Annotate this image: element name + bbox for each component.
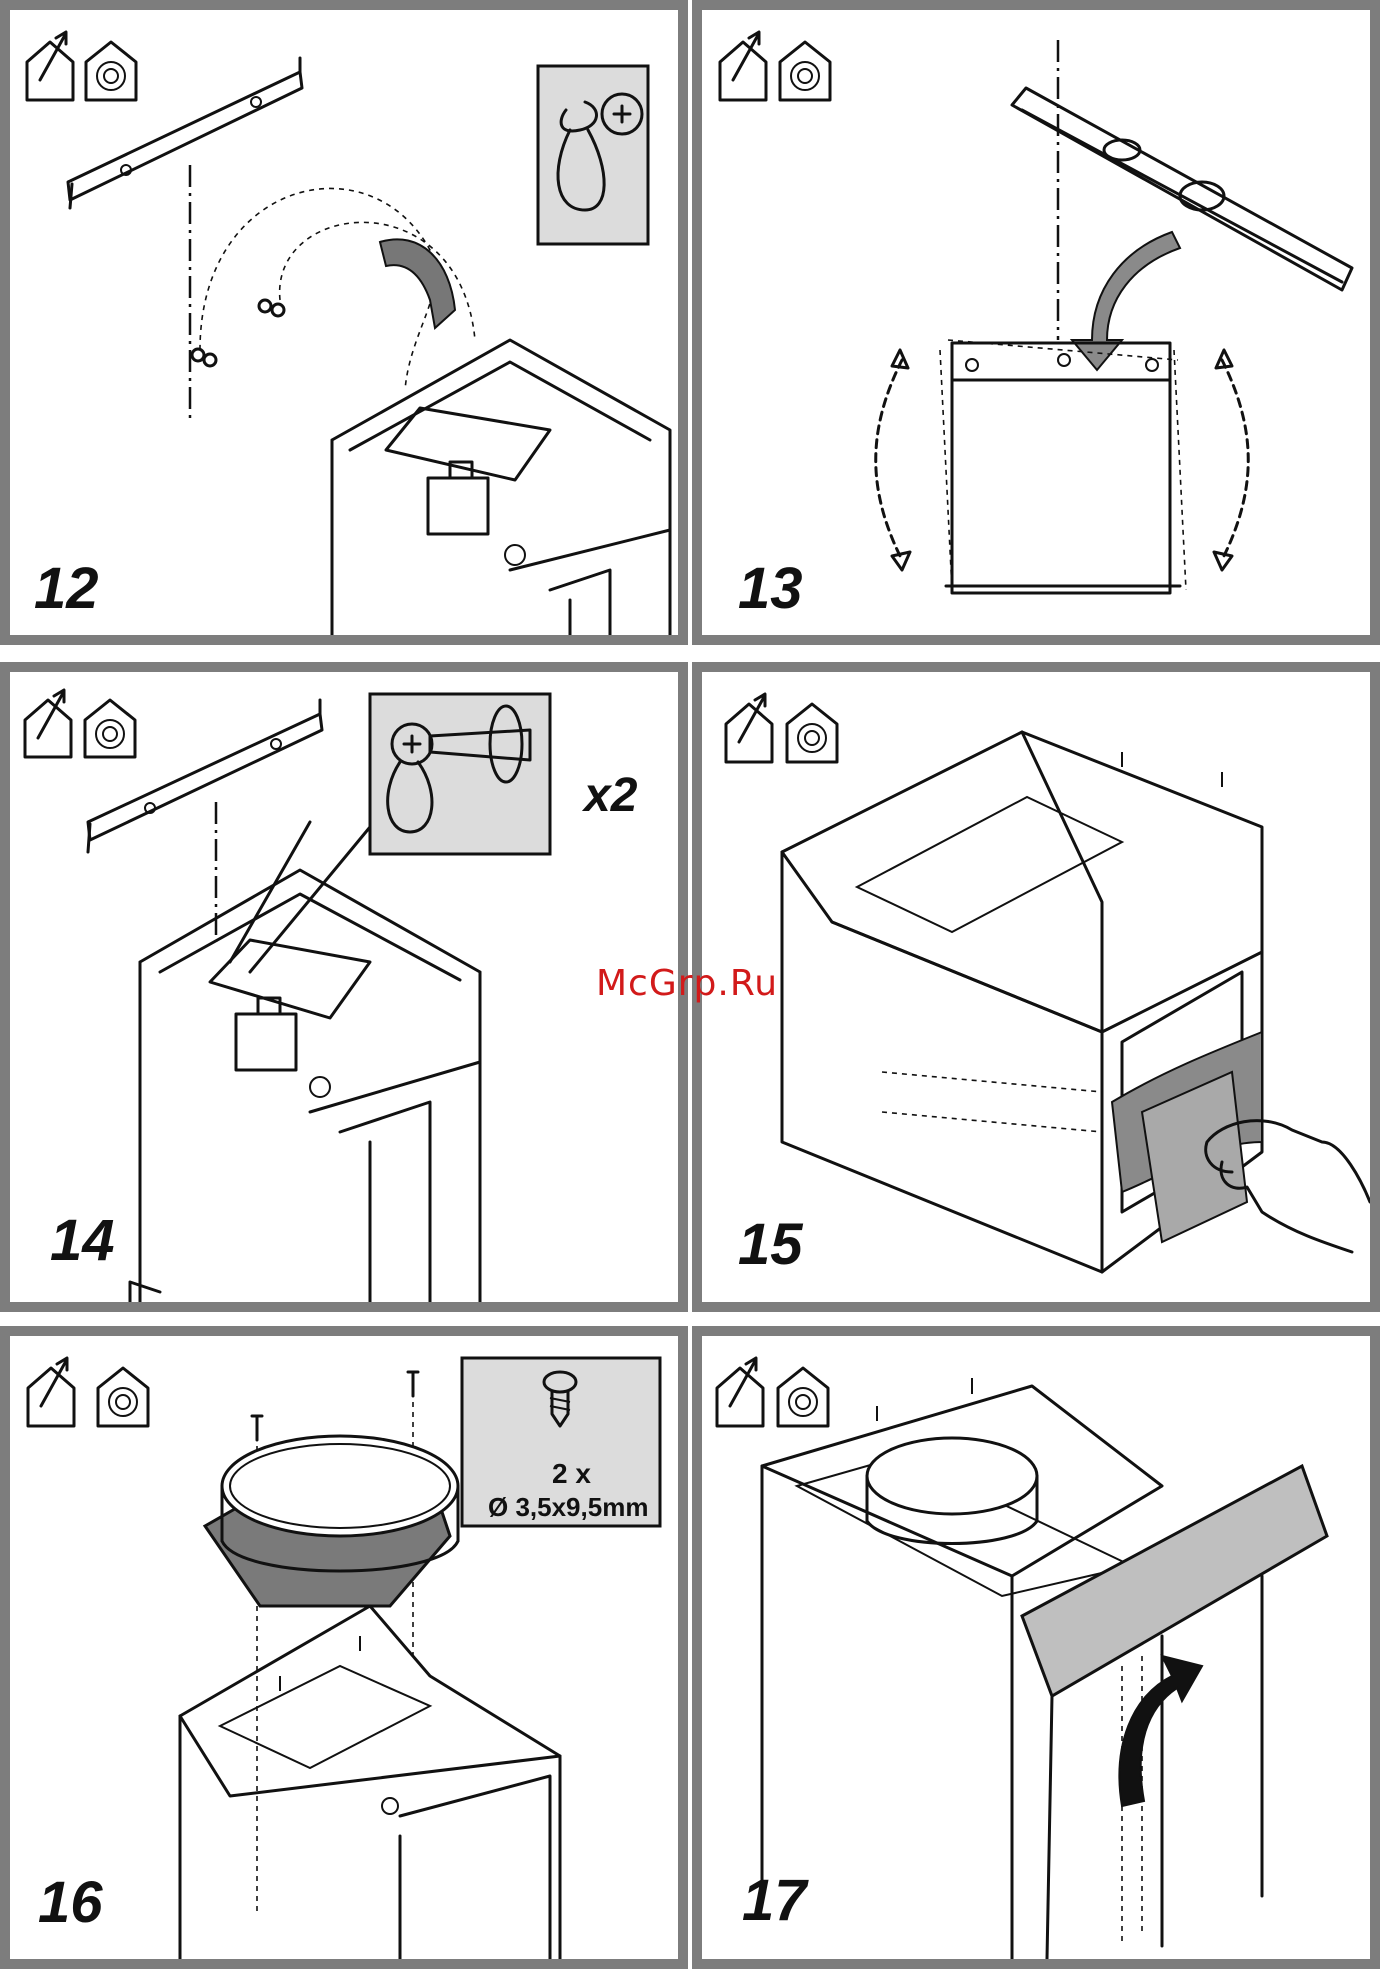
screw bbox=[252, 1416, 262, 1440]
recirculation-icon bbox=[780, 42, 830, 100]
ducted-extraction-icon bbox=[726, 694, 772, 762]
step-number: 12 bbox=[34, 560, 99, 618]
step-number: 14 bbox=[50, 1212, 115, 1270]
step-number: 13 bbox=[738, 560, 803, 618]
recirculation-icon bbox=[98, 1368, 148, 1426]
recirculation-icon bbox=[86, 42, 136, 100]
mounting-bracket bbox=[68, 58, 302, 208]
step-panel-12: 12 bbox=[0, 0, 688, 645]
screw bbox=[408, 1372, 418, 1396]
step-16-illustration bbox=[10, 1336, 678, 1959]
hood-body bbox=[180, 1606, 560, 1959]
step-panel-13: 13 bbox=[692, 0, 1380, 645]
recirculation-icon bbox=[85, 700, 135, 757]
ducted-extraction-icon bbox=[25, 690, 71, 757]
step-number: 15 bbox=[738, 1216, 803, 1274]
rotate-arrow-icon bbox=[380, 239, 455, 328]
screw bbox=[259, 300, 284, 316]
ducted-extraction-icon bbox=[27, 32, 73, 100]
step-12-illustration bbox=[10, 10, 678, 635]
screw-quantity: 2 x bbox=[552, 1458, 591, 1490]
hood-body bbox=[130, 870, 480, 1302]
duct-collar bbox=[205, 1436, 458, 1606]
step-13-illustration bbox=[702, 10, 1370, 635]
step-panel-15: 15 bbox=[692, 662, 1380, 1312]
step-17-illustration bbox=[702, 1336, 1370, 1959]
quantity-label: x2 bbox=[584, 768, 637, 823]
screw-size: Ø 3,5x9,5mm bbox=[488, 1492, 648, 1523]
ducted-extraction-icon bbox=[28, 1358, 74, 1426]
keyhole-detail-callout bbox=[538, 66, 648, 244]
wall-plate bbox=[940, 340, 1186, 593]
hood-body bbox=[332, 340, 670, 635]
step-15-illustration bbox=[702, 672, 1370, 1302]
screwdriver-detail-callout bbox=[370, 694, 550, 854]
step-panel-16: 2 x Ø 3,5x9,5mm 16 bbox=[0, 1326, 688, 1969]
down-arrow-icon bbox=[1072, 232, 1180, 370]
screw bbox=[192, 349, 216, 366]
step-number: 17 bbox=[742, 1872, 807, 1930]
ducted-extraction-icon bbox=[717, 1358, 763, 1426]
spirit-level bbox=[1012, 88, 1352, 290]
step-panel-17: 17 bbox=[692, 1326, 1380, 1969]
ducted-extraction-icon bbox=[720, 32, 766, 100]
step-number: 16 bbox=[38, 1874, 103, 1932]
mounting-bracket bbox=[88, 700, 322, 852]
recirculation-icon bbox=[778, 1368, 828, 1426]
watermark: McGrp.Ru bbox=[596, 963, 778, 1004]
recirculation-icon bbox=[787, 704, 837, 762]
step-panel-14: x2 14 bbox=[0, 662, 688, 1312]
